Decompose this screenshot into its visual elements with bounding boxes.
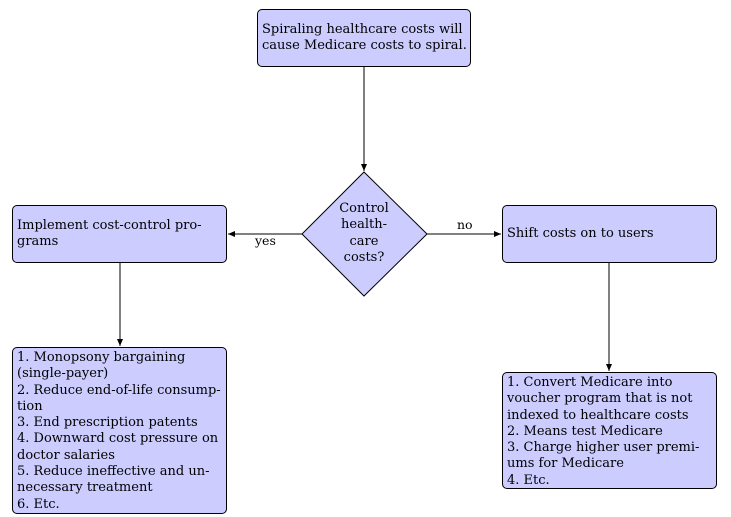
yes-action-line: grams — [17, 234, 59, 249]
decision-label-line: care — [349, 233, 379, 249]
decision-label-line: costs? — [343, 249, 385, 265]
decision-label: Control health- care costs? — [314, 201, 414, 266]
no-list-line: 3. Charge higher user premi- — [507, 440, 700, 456]
yes-list-line: (single-payer) — [17, 366, 109, 382]
start-node: Spiraling healthcare costs will cause Me… — [257, 9, 471, 67]
decision-diamond — [301, 171, 428, 297]
no-list-line: 2. Means test Medicare — [507, 423, 663, 439]
yes-list-node: 1. Monopsony bargaining (single-payer) 2… — [12, 347, 227, 514]
no-action-line: Shift costs on to users — [507, 225, 654, 241]
yes-list-line: doctor salaries — [17, 447, 115, 463]
yes-action-node: Implement cost-control pro- grams — [12, 205, 227, 263]
decision-label-line: Control — [339, 201, 389, 216]
no-edge-label: no — [457, 217, 473, 232]
no-list-node: 1. Convert Medicare into voucher program… — [502, 372, 717, 489]
no-list-line: voucher program that is not — [507, 391, 693, 407]
no-action-node: Shift costs on to users — [502, 205, 717, 263]
decision-label-line: health- — [341, 217, 387, 233]
yes-list-line: 5. Reduce ineffective and un- — [17, 464, 210, 480]
no-list-line: ums for Medicare — [507, 456, 624, 472]
yes-list-line: 6. Etc. — [17, 496, 60, 512]
yes-list-line: 4. Downward cost pressure on — [17, 431, 219, 447]
no-list-line: indexed to healthcare costs — [507, 407, 689, 423]
yes-list-line: 2. Reduce end-of-life consump- — [17, 382, 221, 398]
start-node-line: cause Medicare costs to spiral. — [262, 38, 467, 53]
yes-list-line: 1. Monopsony bargaining — [17, 350, 186, 365]
yes-list-line: tion — [17, 398, 43, 414]
yes-list-line: necessary treatment — [17, 480, 153, 496]
no-list-line: 1. Convert Medicare into — [507, 375, 673, 390]
start-node-line: Spiraling healthcare costs will — [262, 21, 463, 37]
yes-edge-label: yes — [255, 233, 276, 248]
yes-list-line: 3. End prescription patents — [17, 415, 198, 431]
yes-action-line: Implement cost-control pro- — [17, 217, 202, 233]
no-list-line: 4. Etc. — [507, 472, 550, 488]
